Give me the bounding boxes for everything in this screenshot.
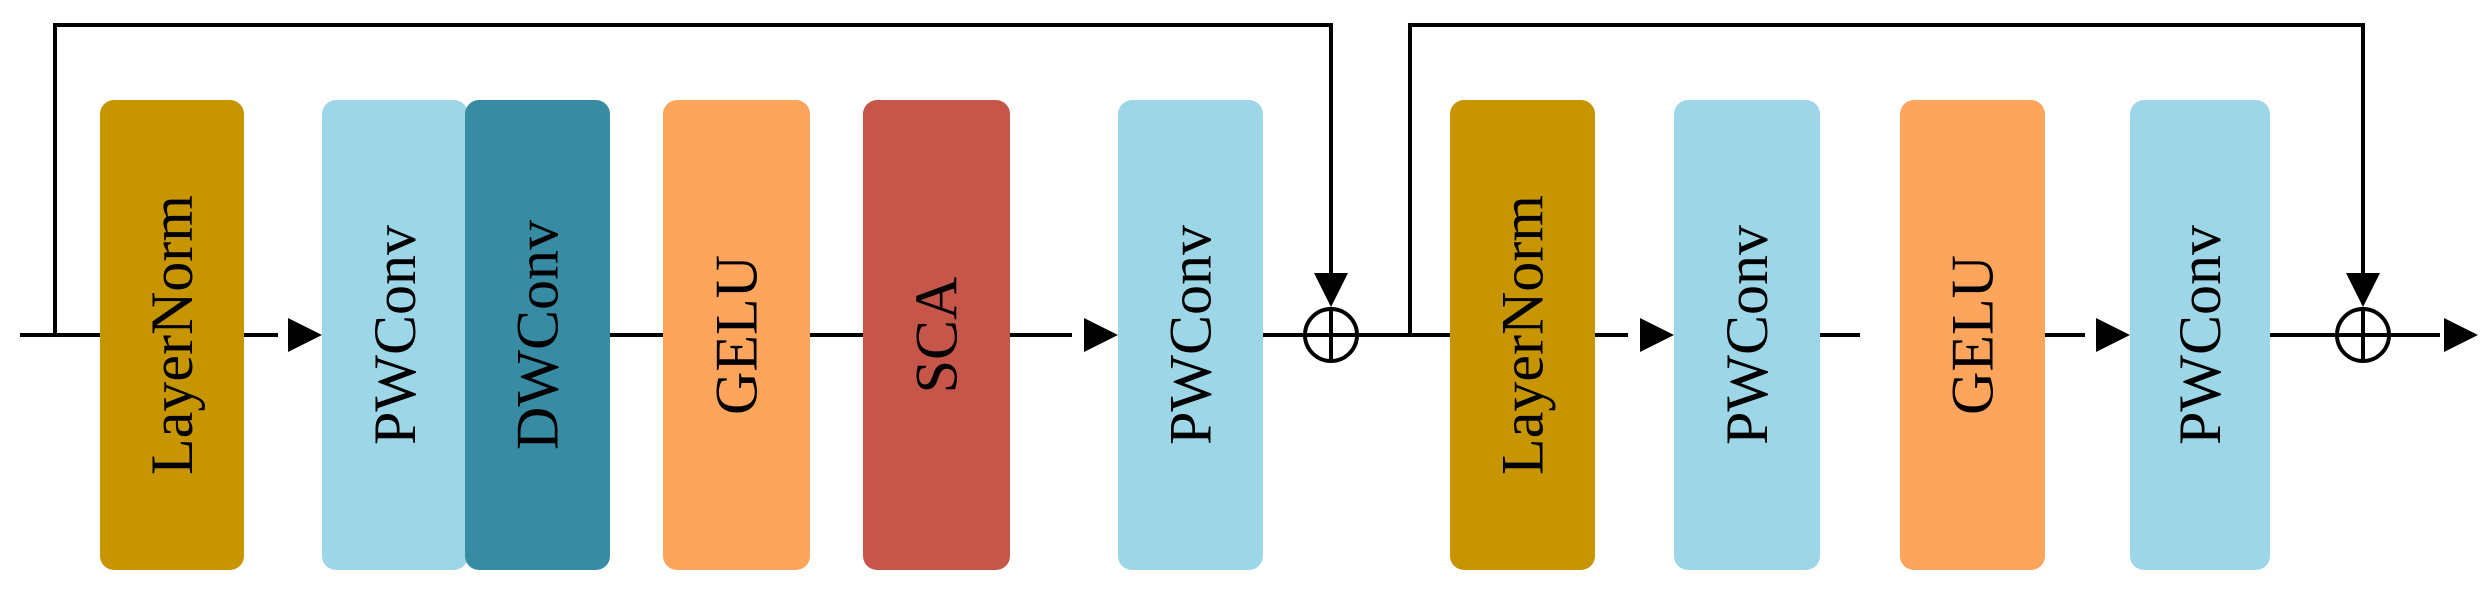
block-label: LayerNorm <box>1490 195 1556 475</box>
skip-connection-1 <box>53 23 1333 335</box>
block-layernorm: LayerNorm <box>1450 100 1595 570</box>
arrow-icon <box>2096 318 2130 352</box>
block-gelu: GELU <box>663 100 810 570</box>
block-sca: SCA <box>863 100 1010 570</box>
block-rect <box>863 100 1010 570</box>
skip-connections <box>53 23 2365 335</box>
block-pwconv: PWConv <box>1674 100 1820 570</box>
block-rect <box>1900 100 2045 570</box>
add-operator-2 <box>2335 307 2391 363</box>
block-gelu: GELU <box>1900 100 2045 570</box>
block-label: LayerNorm <box>139 195 205 475</box>
arrow-icon <box>1314 273 1348 307</box>
block-dwconv: DWConv <box>465 100 610 570</box>
block-label: PWConv <box>1714 225 1780 445</box>
block-rect <box>465 100 610 570</box>
arrow-icon <box>1640 318 1674 352</box>
block-rect <box>1118 100 1263 570</box>
arrow-icon <box>2444 318 2478 352</box>
arrowheads <box>288 273 2478 352</box>
arrow-icon <box>2346 273 2380 307</box>
block-label: PWConv <box>362 225 428 445</box>
block-rect <box>2130 100 2270 570</box>
block-label: DWConv <box>505 220 571 450</box>
block-pwconv: PWConv <box>322 100 468 570</box>
arrow-icon <box>1084 318 1118 352</box>
block-layernorm: LayerNorm <box>100 100 244 570</box>
block-rect <box>100 100 244 570</box>
block-rect <box>322 100 468 570</box>
skip-connection-2 <box>1408 23 2365 335</box>
block-label: SCA <box>904 277 970 394</box>
blocks: LayerNorm PWConv DWConv GELU SCA PWConv LayerN… <box>100 100 2270 570</box>
block-pwconv: PWConv <box>2130 100 2270 570</box>
block-pwconv: PWConv <box>1118 100 1263 570</box>
block-label: GELU <box>704 255 770 415</box>
block-rect <box>663 100 810 570</box>
block-rect <box>1450 100 1595 570</box>
block-label: PWConv <box>1158 225 1224 445</box>
block-label: PWConv <box>2167 225 2233 445</box>
add-operator-1 <box>1303 307 1359 363</box>
block-rect <box>1674 100 1820 570</box>
block-label: GELU <box>1940 255 2006 415</box>
arrow-icon <box>288 318 322 352</box>
